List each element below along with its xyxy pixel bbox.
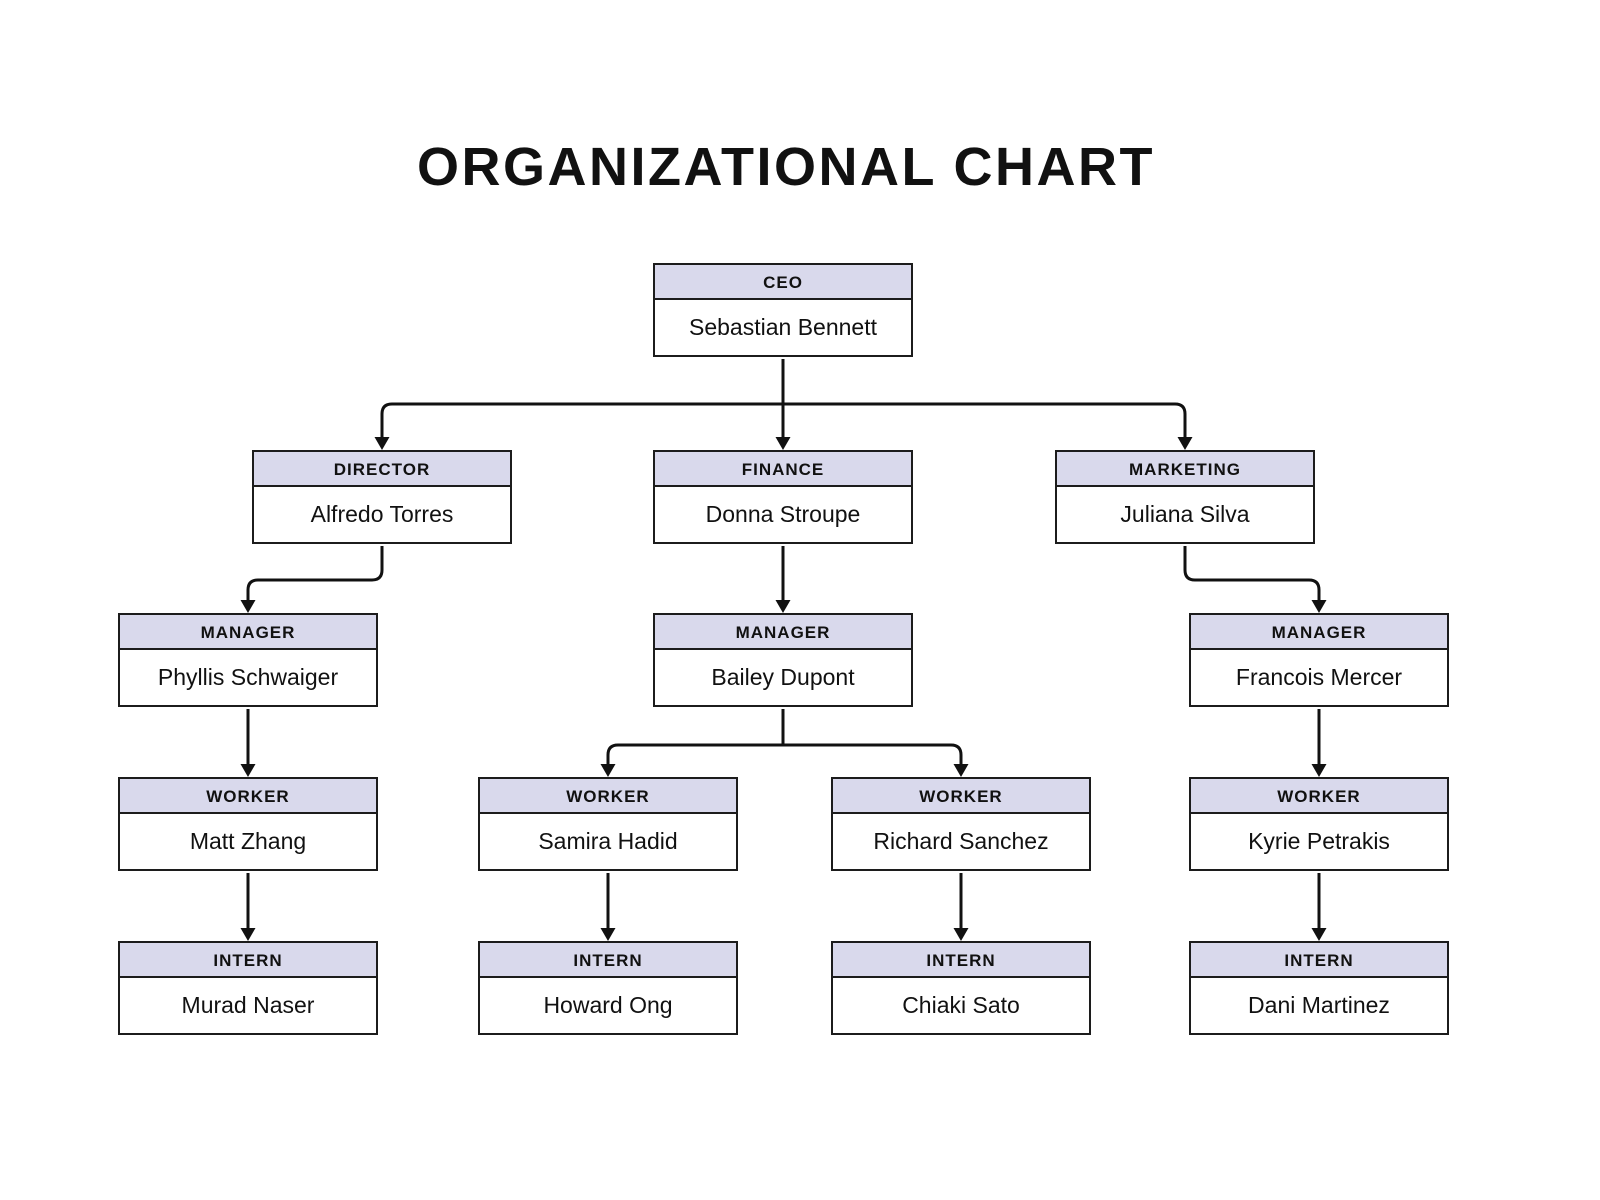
node-director: DIRECTOR Alfredo Torres (252, 450, 512, 544)
node-marketing-manager: MANAGER Francois Mercer (1189, 613, 1449, 707)
person-name: Murad Naser (120, 978, 376, 1033)
connector-director-to-manager (246, 546, 384, 601)
person-name: Howard Ong (480, 978, 736, 1033)
node-marketing: MARKETING Juliana Silva (1055, 450, 1315, 544)
person-name: Phyllis Schwaiger (120, 650, 376, 705)
node-finance-worker-1: WORKER Samira Hadid (478, 777, 738, 871)
role-header: WORKER (120, 779, 376, 814)
arrowhead (240, 600, 256, 613)
arrowhead (1311, 928, 1327, 941)
role-header: FINANCE (655, 452, 911, 487)
connector-ceo-to-level2 (380, 359, 1187, 438)
node-director-intern: INTERN Murad Naser (118, 941, 378, 1035)
role-header: WORKER (833, 779, 1089, 814)
role-header: WORKER (1191, 779, 1447, 814)
arrowhead (600, 928, 616, 941)
arrowhead (240, 764, 256, 777)
role-header: MANAGER (1191, 615, 1447, 650)
person-name: Chiaki Sato (833, 978, 1089, 1033)
node-finance-worker-2: WORKER Richard Sanchez (831, 777, 1091, 871)
node-director-worker: WORKER Matt Zhang (118, 777, 378, 871)
node-marketing-intern: INTERN Dani Martinez (1189, 941, 1449, 1035)
arrowhead (953, 764, 969, 777)
role-header: INTERN (120, 943, 376, 978)
arrowhead (1177, 437, 1193, 450)
connector-marketing-to-manager (1183, 546, 1321, 601)
node-finance: FINANCE Donna Stroupe (653, 450, 913, 544)
role-header: INTERN (833, 943, 1089, 978)
role-header: MARKETING (1057, 452, 1313, 487)
role-header: INTERN (1191, 943, 1447, 978)
arrowhead (1311, 764, 1327, 777)
person-name: Kyrie Petrakis (1191, 814, 1447, 869)
arrowhead (775, 437, 791, 450)
node-finance-intern-2: INTERN Chiaki Sato (831, 941, 1091, 1035)
chart-title: ORGANIZATIONAL CHART (417, 137, 1155, 197)
person-name: Matt Zhang (120, 814, 376, 869)
role-header: MANAGER (120, 615, 376, 650)
node-marketing-worker: WORKER Kyrie Petrakis (1189, 777, 1449, 871)
person-name: Juliana Silva (1057, 487, 1313, 542)
node-ceo: CEO Sebastian Bennett (653, 263, 913, 357)
node-finance-manager: MANAGER Bailey Dupont (653, 613, 913, 707)
connector-manager2-to-workers (606, 709, 963, 765)
person-name: Donna Stroupe (655, 487, 911, 542)
node-director-manager: MANAGER Phyllis Schwaiger (118, 613, 378, 707)
arrowhead (953, 928, 969, 941)
role-header: DIRECTOR (254, 452, 510, 487)
role-header: WORKER (480, 779, 736, 814)
person-name: Dani Martinez (1191, 978, 1447, 1033)
role-header: INTERN (480, 943, 736, 978)
person-name: Francois Mercer (1191, 650, 1447, 705)
node-finance-intern-1: INTERN Howard Ong (478, 941, 738, 1035)
person-name: Samira Hadid (480, 814, 736, 869)
arrowhead (1311, 600, 1327, 613)
role-header: MANAGER (655, 615, 911, 650)
person-name: Sebastian Bennett (655, 300, 911, 355)
arrowhead (240, 928, 256, 941)
arrowhead (374, 437, 390, 450)
arrowhead (775, 600, 791, 613)
role-header: CEO (655, 265, 911, 300)
person-name: Bailey Dupont (655, 650, 911, 705)
person-name: Richard Sanchez (833, 814, 1089, 869)
arrowhead (600, 764, 616, 777)
person-name: Alfredo Torres (254, 487, 510, 542)
